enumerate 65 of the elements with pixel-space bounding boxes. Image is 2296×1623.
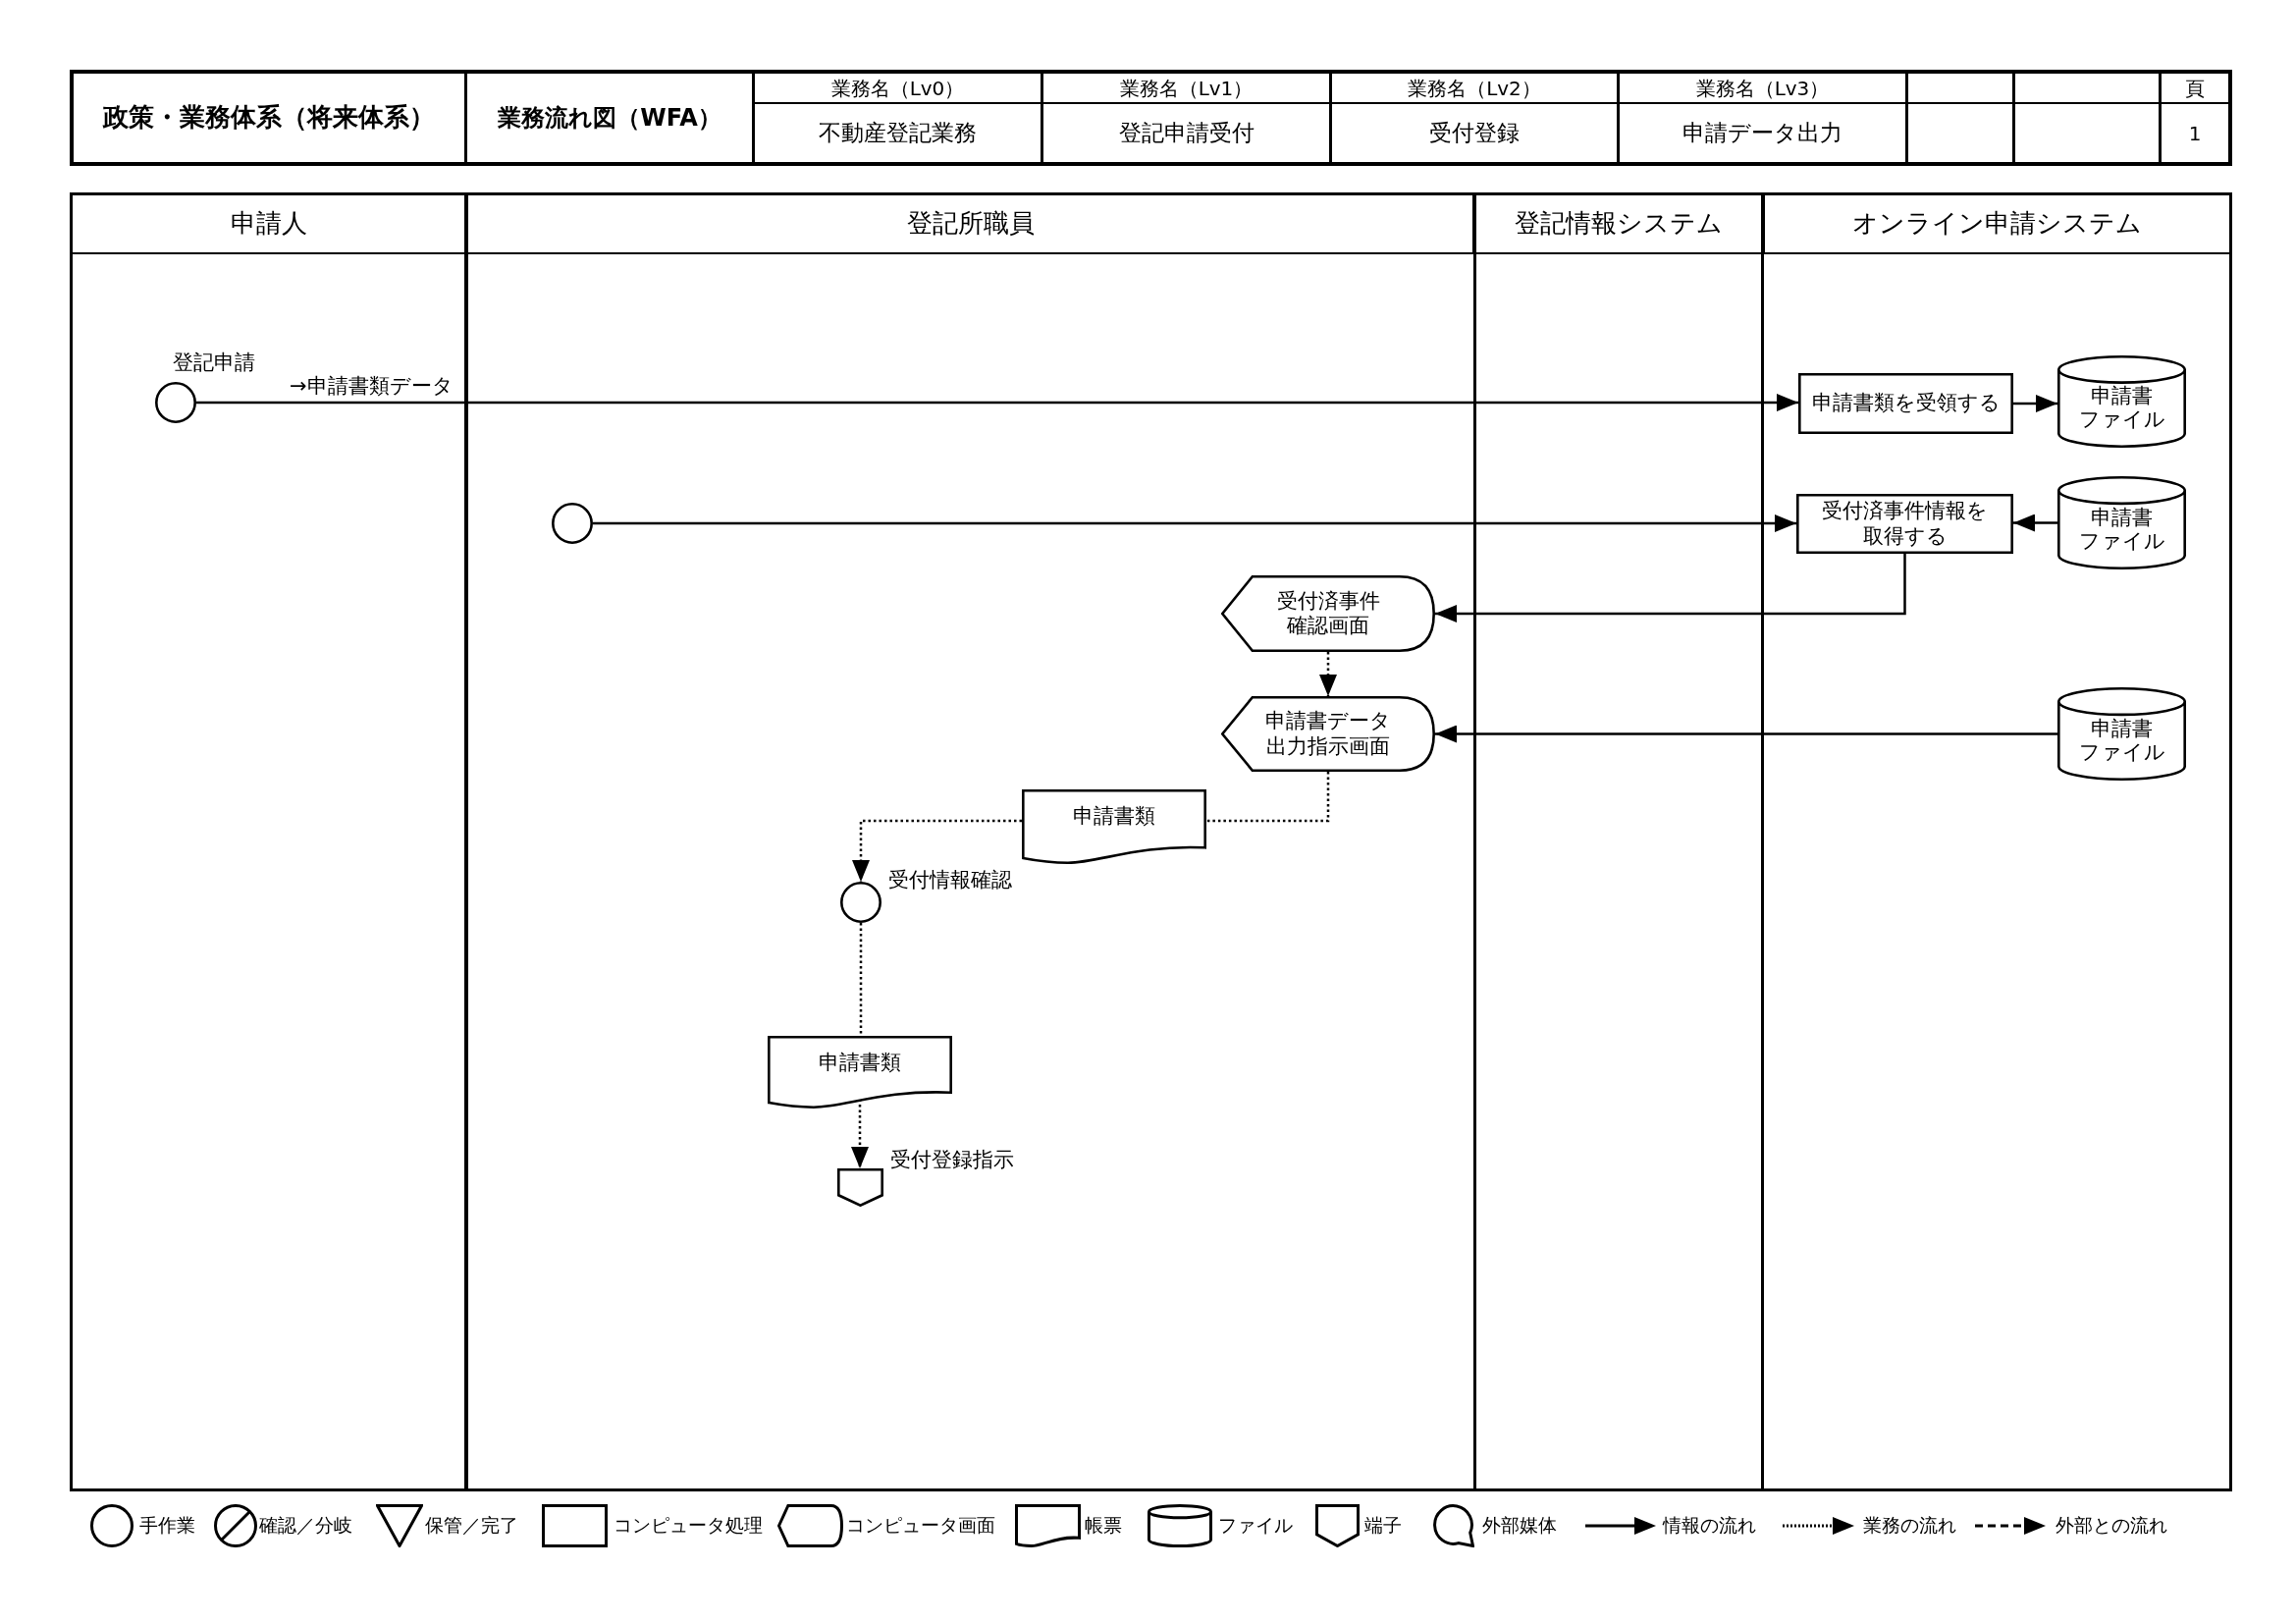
legend-label: 外部との流れ <box>2056 1514 2167 1538</box>
flow-arrow <box>1435 725 2057 743</box>
process-box <box>1796 494 2013 554</box>
swimlane <box>1761 192 2232 1491</box>
flow-arrow <box>1435 554 1906 622</box>
legend-label: ファイル <box>1218 1514 1293 1538</box>
flow-arrow <box>2013 395 2057 412</box>
diagram-type-title: 業務流れ図（WFA） <box>498 103 721 133</box>
file-cylinder <box>2057 355 2186 448</box>
legend-label: 外部媒体 <box>1482 1514 1557 1538</box>
screen-label: 申請書データ出力指示画面 <box>1264 709 1392 759</box>
manual-task-circle <box>840 882 881 923</box>
manual-task-circle <box>155 382 196 423</box>
operation-label: 受付情報確認 <box>888 868 1012 893</box>
level-heading: 業務名（Lv2） <box>1408 76 1541 100</box>
lane-heading: オンライン申請システム <box>1764 195 2229 254</box>
swimlane <box>464 192 1476 1491</box>
connector-line <box>859 923 863 1036</box>
task-name: 不動産登記業務 <box>819 119 977 147</box>
lane-heading: 申請人 <box>73 195 465 254</box>
legend-label: コンピュータ処理 <box>614 1514 763 1538</box>
operation-label: 登記申請 <box>173 351 255 376</box>
operation-label: 受付登録指示 <box>890 1148 1014 1173</box>
process-label: 申請書類を受領する <box>1811 391 2001 416</box>
flow-arrow <box>196 394 1798 411</box>
page-heading: 頁 <box>2185 76 2205 100</box>
level-heading: 業務名（Lv1） <box>1119 76 1254 100</box>
legend-label: 帳票 <box>1085 1514 1122 1538</box>
file-cylinder <box>2057 476 2186 569</box>
screen-label: 受付済事件確認画面 <box>1275 588 1381 639</box>
manual-task-circle <box>552 503 593 544</box>
lane-heading: 登記情報システム <box>1472 192 1765 254</box>
document-shape <box>768 1036 952 1109</box>
display-shape <box>1221 575 1435 652</box>
task-name: 申請データ出力 <box>1682 119 1842 147</box>
document-title: 政策・業務体系（将来体系） <box>103 102 435 134</box>
legend-label: 端子 <box>1364 1514 1402 1538</box>
legend-label: 保管／完了 <box>425 1514 518 1538</box>
flow-arrow <box>1319 652 1337 696</box>
legend-label: 手作業 <box>139 1514 195 1538</box>
file-label: 申請書ファイル <box>2077 718 2166 764</box>
form-label: 申請書類 <box>1073 804 1155 830</box>
process-label: 受付済事件情報を取得する <box>1821 499 1989 549</box>
flow-arrow <box>2013 514 2057 532</box>
level-heading: 業務名（Lv3） <box>1695 76 1830 100</box>
page-number: 1 <box>2188 121 2202 145</box>
flow-arrow <box>593 514 1796 532</box>
lane-heading: 登記所職員 <box>467 195 1473 254</box>
legend-label: コンピュータ画面 <box>846 1514 995 1538</box>
form-label: 申請書類 <box>819 1050 901 1076</box>
file-label: 申請書ファイル <box>2077 507 2166 553</box>
display-shape <box>1221 696 1435 772</box>
terminal-symbol <box>837 1168 883 1207</box>
legend-label: 確認／分岐 <box>259 1514 352 1538</box>
file-cylinder <box>2057 687 2186 781</box>
task-name: 登記申請受付 <box>1118 119 1255 147</box>
file-label: 申請書ファイル <box>2077 385 2166 431</box>
legend-label: 業務の流れ <box>1863 1514 1956 1538</box>
process-box <box>1798 373 2013 434</box>
legend-label: 情報の流れ <box>1663 1514 1756 1538</box>
connector-line <box>1206 772 1330 823</box>
document-shape <box>1022 789 1206 864</box>
flow-arrow <box>852 819 1022 882</box>
task-name: 受付登録 <box>1429 119 1520 147</box>
level-heading: 業務名（Lv0） <box>830 76 965 100</box>
